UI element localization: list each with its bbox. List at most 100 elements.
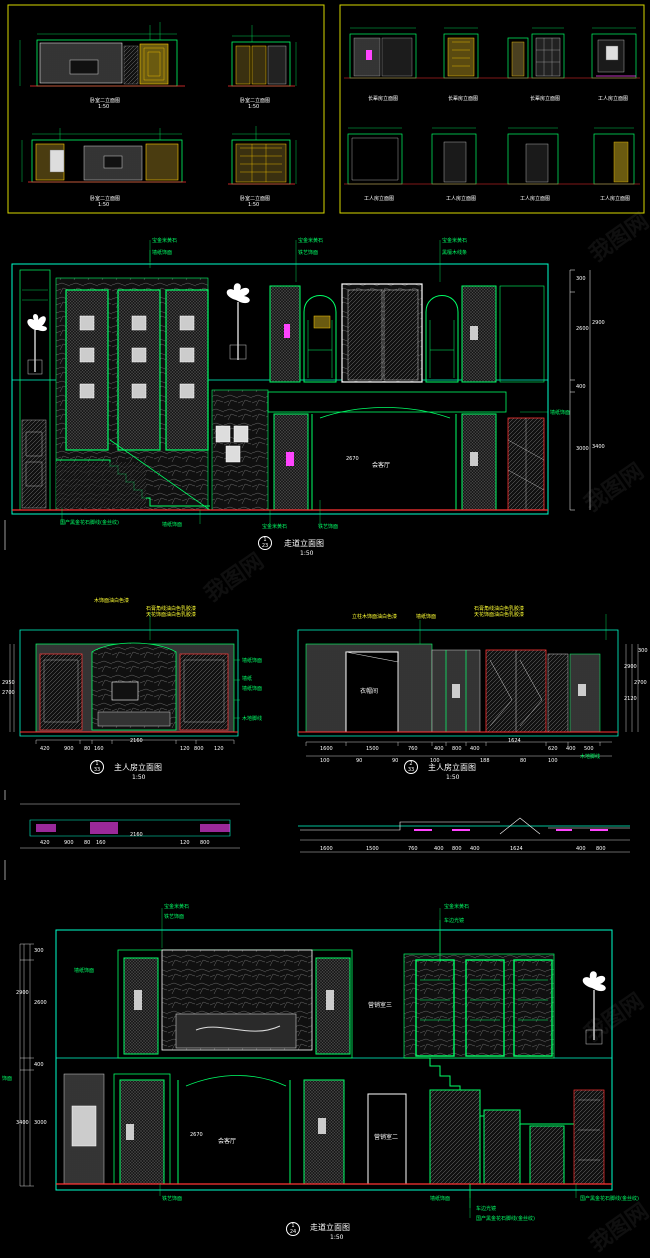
dim-m2-b5: 800 [452, 746, 462, 752]
scale-m2: 1:50 [446, 774, 460, 781]
callout-24-l1: 墙纸饰面 [74, 968, 95, 974]
plan-dim-l1: 420 [40, 840, 50, 846]
top-left-scale-3: 1:50 [98, 202, 110, 208]
room-label-m2: 衣帽间 [360, 688, 379, 695]
room-24-3: 营销室三 [368, 1002, 393, 1009]
plan-dim-r4: 400 [434, 846, 444, 852]
plan-dim-r7: 1624 [510, 846, 523, 852]
callout-24-4: 车边光镜 [444, 918, 465, 924]
note-m2-1: 立柱木饰面油白色漆 [352, 614, 398, 620]
callout-24-3: 宝金米黄石 [444, 904, 470, 910]
callout-23-3: 宝金米黄石 [298, 238, 324, 244]
room-24-4: 营销室二 [374, 1134, 399, 1141]
dim-23-1: 300 [576, 276, 586, 282]
callout-23-1: 宝金米黄石 [152, 238, 178, 244]
dim-23-2: 2600 [576, 326, 589, 332]
dim-23-4: 400 [576, 384, 586, 390]
callout-24-b1: 铁艺饰面 [162, 1196, 183, 1202]
dim-m2-b9: 400 [566, 746, 576, 752]
note-m1-s3: 墙纸饰面 [242, 686, 263, 692]
dim-m1-b7: 800 [194, 746, 204, 752]
elevation-23-corridor [11, 240, 591, 524]
dim-23-3: 2900 [592, 320, 605, 326]
note-m1-s2: 墙纸 [242, 676, 253, 682]
note-m2-2: 墙纸饰面 [416, 614, 437, 620]
callout-24-b5: 国产黑金花石脚线(金丝纹) [580, 1196, 639, 1202]
dim-m2-c6: 80 [520, 758, 527, 764]
plan-dim-l5: 2160 [130, 832, 143, 838]
dim-m2-c1: 100 [320, 758, 330, 764]
dim-m2-b2: 1500 [366, 746, 379, 752]
callout-24-b4: 国产黑金花石脚线(金丝纹) [476, 1216, 535, 1222]
callout-24-1: 宝金米黄石 [164, 904, 190, 910]
plan-dim-l2: 900 [64, 840, 74, 846]
scale-elev-23: 1:50 [300, 550, 314, 557]
top-right-label-4: 工人房立面图 [598, 96, 629, 102]
scale-elev-24: 1:50 [330, 1234, 344, 1241]
dim-m2-b7: 1624 [508, 738, 521, 744]
dim-m2-r3: 2700 [634, 680, 647, 686]
top-right-label-8: 工人房立面图 [600, 196, 631, 202]
callout-23-b4: 铁艺饰面 [318, 524, 339, 530]
plan-dim-l3: 80 [84, 840, 91, 846]
dim-m2-r2: 2900 [624, 664, 637, 670]
plan-dim-r8: 400 [576, 846, 586, 852]
title-elev-24: 走道立面图 [310, 1223, 350, 1232]
dim-m2-b6: 400 [470, 746, 480, 752]
note-m1-1: 木饰面油白色漆 [94, 598, 130, 604]
dim-23-7: 2670 [346, 456, 359, 462]
top-left-scale-1: 1:50 [98, 104, 110, 110]
dim-m1-b3: 80 [84, 746, 91, 752]
elevation-33-2-master [297, 614, 639, 757]
dim-m2-b8: 620 [548, 746, 558, 752]
dim-m2-c2: 90 [356, 758, 363, 764]
note-m1-s1: 墙纸饰面 [242, 658, 263, 664]
plan-dim-r9: 800 [596, 846, 606, 852]
dim-m2-b1: 1600 [320, 746, 333, 752]
top-right-label-2: 长辈房立面图 [448, 96, 479, 102]
plan-dim-r6: 400 [470, 846, 480, 852]
plan-dim-r5: 800 [452, 846, 462, 852]
plan-dim-r3: 760 [408, 846, 418, 852]
callout-24-l2: 饰面 [2, 1076, 13, 1082]
top-right-label-1: 长辈房立面图 [368, 96, 399, 102]
top-right-label-3: 长辈房立面图 [530, 96, 561, 102]
room-24-1: 会客厅 [218, 1138, 237, 1145]
top-right-panel [339, 4, 645, 214]
top-right-label-5: 工人房立面图 [364, 196, 395, 202]
dim-m1-b4: 160 [94, 746, 104, 752]
note-m1-3: 天花饰面油白色乳胶漆 [146, 612, 197, 618]
dim-24-5: 3000 [34, 1120, 47, 1126]
dim-m1-b2: 900 [64, 746, 74, 752]
dim-m2-b3: 760 [408, 746, 418, 752]
dim-24-1: 300 [34, 948, 44, 954]
callout-24-b3: 车边光镜 [476, 1206, 497, 1212]
note-m2-4: 天花饰面油白色乳胶漆 [474, 612, 525, 618]
dim-m1-b1: 420 [40, 746, 50, 752]
plan-dim-l6: 120 [180, 840, 190, 846]
plan-dim-r2: 1500 [366, 846, 379, 852]
dim-m2-c4: 100 [430, 758, 440, 764]
dim-24-4: 400 [34, 1062, 44, 1068]
plan-strip [20, 803, 630, 853]
dim-24-3: 2900 [16, 990, 29, 996]
dim-m2-c3: 90 [392, 758, 399, 764]
note-m2-right: 木地脚线 [580, 754, 601, 760]
dim-m1-l2: 2700 [2, 690, 15, 696]
dim-m2-r1: 300 [638, 648, 648, 654]
callout-24-2: 铁艺饰面 [164, 914, 185, 920]
dim-24-7: 2670 [190, 1132, 203, 1138]
dim-m2-r4: 2120 [624, 696, 637, 702]
callout-23-2: 墙纸饰面 [152, 250, 173, 256]
dim-m2-b10: 500 [584, 746, 594, 752]
top-left-panel [7, 4, 325, 214]
top-left-label-3: 卧室二立面图 [90, 196, 121, 202]
elevation-24-corridor [19, 908, 613, 1218]
title-m2: 主人房立面图 [428, 763, 476, 772]
title-elev-23: 走道立面图 [284, 539, 324, 548]
callout-23-6: 黑檀木线条 [442, 250, 468, 256]
